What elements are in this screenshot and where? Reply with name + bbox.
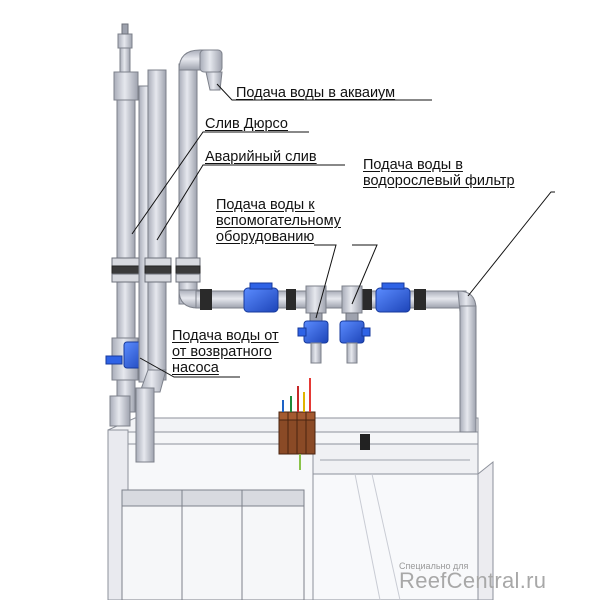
- label-emergency-drain: Аварийный слив: [205, 149, 317, 165]
- durso-drain-pipe: [109, 23, 141, 427]
- aquarium-supply-pipe: [175, 49, 223, 309]
- watermark-caption: Специально для: [399, 561, 469, 571]
- label-algae-filter-supply: Подача воды в водорослевый фильтр: [363, 157, 515, 189]
- label-aux-line-3: оборудованию: [216, 229, 315, 245]
- label-aquarium-supply: Подача воды в акваиум: [236, 85, 396, 101]
- label-return-pump-supply: Подача воды от от возвратного насоса: [172, 328, 279, 376]
- label-return-line-3: насоса: [172, 360, 219, 376]
- label-aux-line-1: Подача воды к: [216, 197, 315, 213]
- label-return-line-2: от возвратного: [172, 344, 272, 360]
- label-durso-drain: Слив Дюрсо: [205, 116, 288, 132]
- label-algae-filter-line-1: Подача воды в: [363, 157, 463, 173]
- aux-outlets: [297, 312, 371, 364]
- leader-lines: [131, 83, 555, 378]
- label-algae-filter-line-2: водорослевый фильтр: [363, 173, 515, 189]
- sump-cabinet: [107, 417, 494, 600]
- emergency-drain-pipe: [135, 69, 172, 463]
- watermark-site: ReefCentral.ru: [399, 568, 547, 593]
- heater-probe-box: [278, 378, 316, 470]
- label-aux-equipment-supply: Подача воды к вспомогательному оборудова…: [216, 197, 341, 245]
- label-aux-line-2: вспомогательному: [216, 213, 341, 229]
- label-return-line-1: Подача воды от: [172, 328, 279, 344]
